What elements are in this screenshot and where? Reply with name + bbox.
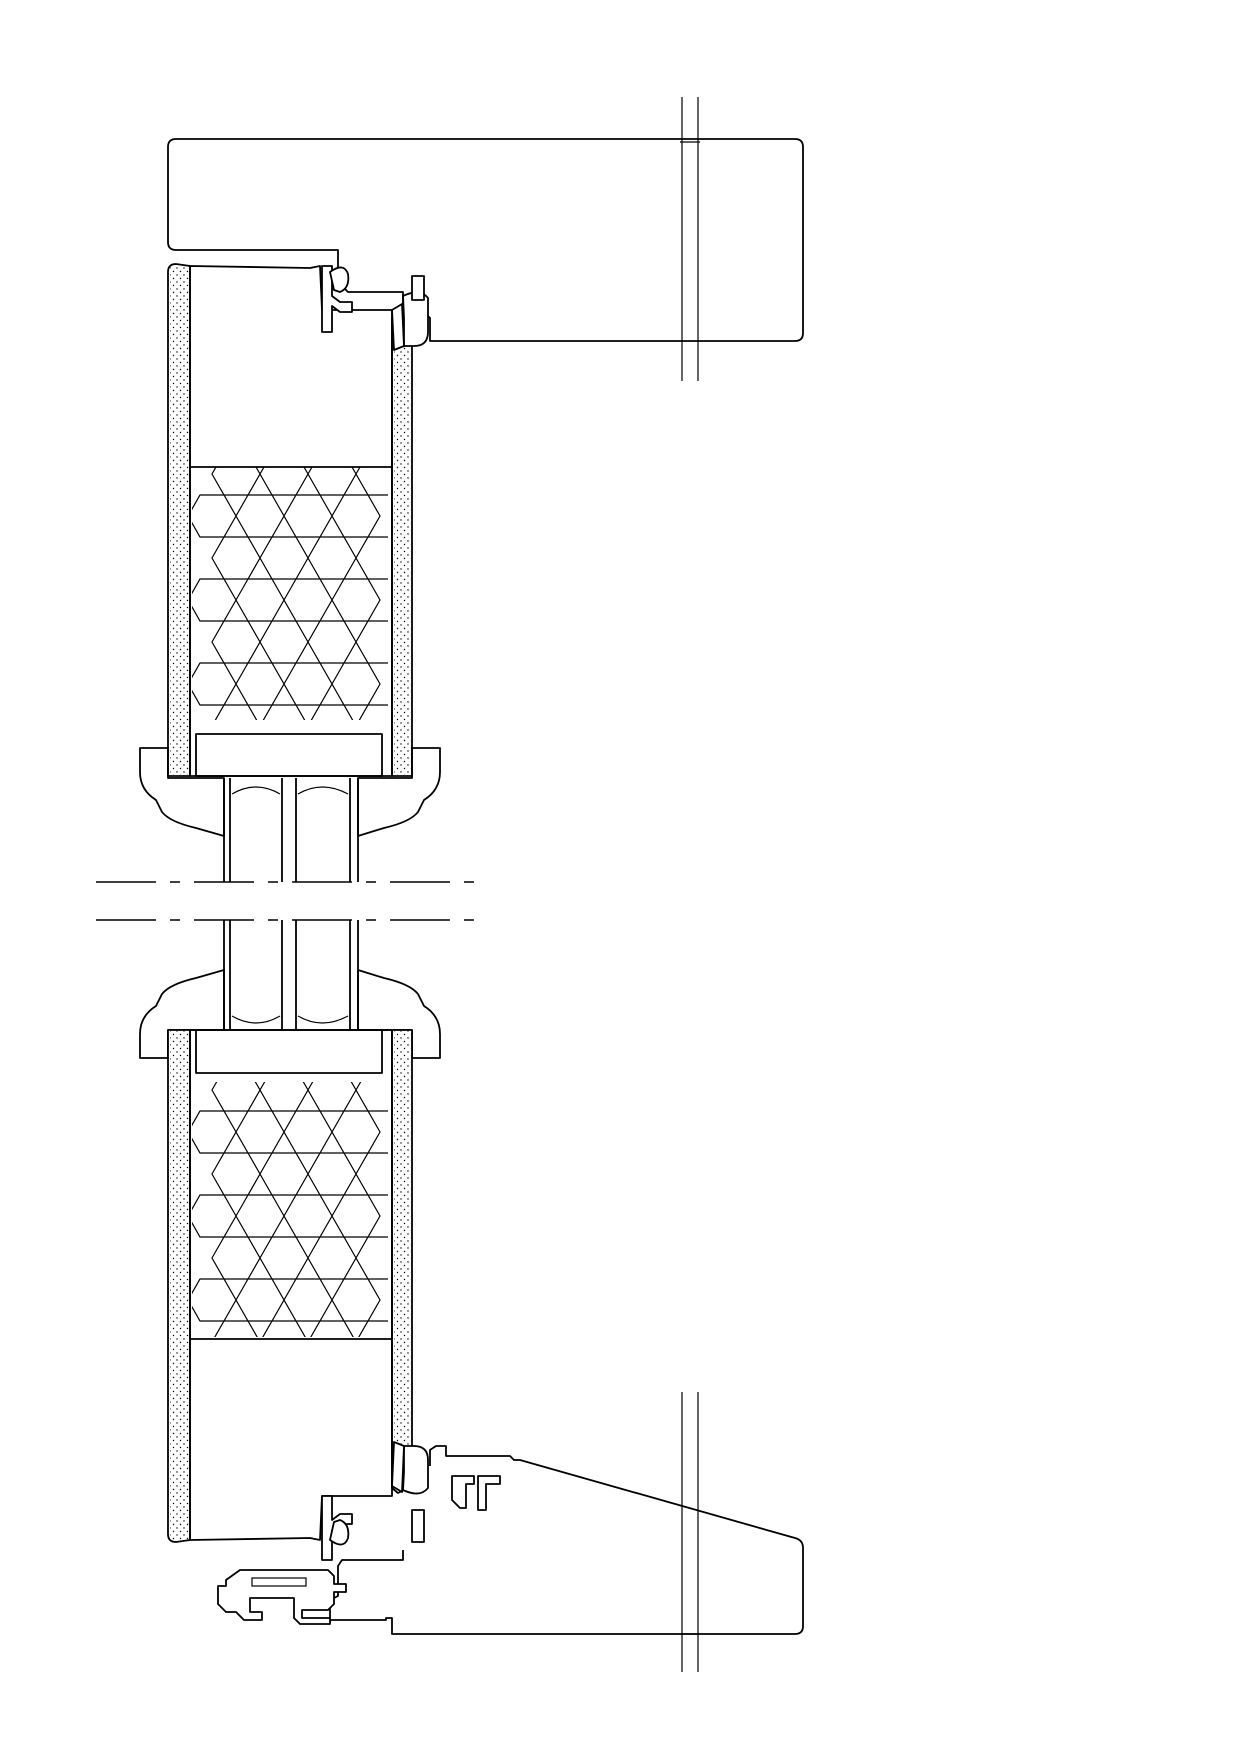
leaf-lower xyxy=(167,1029,413,1543)
honeycomb-core xyxy=(192,1082,388,1337)
threshold-profile xyxy=(217,1569,347,1625)
weather-seal xyxy=(321,1441,429,1561)
honeycomb-core xyxy=(192,467,388,720)
leaf-upper xyxy=(167,263,413,777)
frame-head xyxy=(167,138,804,342)
frame-sill xyxy=(329,1445,804,1635)
head-axis-lines xyxy=(680,97,700,381)
weather-seal xyxy=(321,265,429,351)
sill-axis-lines xyxy=(680,1392,700,1672)
break-lines xyxy=(96,881,480,921)
glazing-bead xyxy=(139,747,441,882)
glazing-bead xyxy=(139,920,441,1059)
